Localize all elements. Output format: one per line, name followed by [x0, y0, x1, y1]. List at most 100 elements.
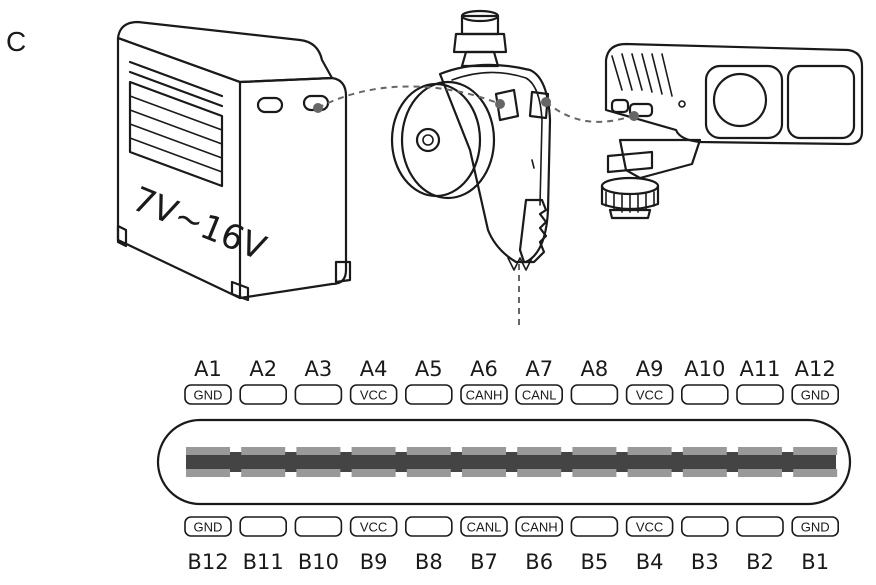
pin-label: B8 — [415, 550, 443, 574]
camera-port-2 — [628, 102, 654, 118]
connection-cables — [313, 85, 639, 326]
top-contact — [627, 447, 672, 455]
pin-signal-box — [680, 516, 729, 537]
cable-motor-to-camera — [545, 101, 635, 123]
pin-label: B1 — [801, 550, 829, 574]
motor-port-left — [494, 88, 520, 122]
pin-label: B9 — [360, 550, 388, 574]
pin-signal: VCC — [636, 388, 663, 403]
pin-label: B3 — [691, 550, 719, 574]
pin-label: A3 — [305, 357, 333, 381]
connector-shell — [156, 418, 852, 506]
pin-signal-box — [294, 384, 343, 405]
pin-signal-box — [404, 516, 453, 537]
top-contact — [296, 447, 341, 455]
pin-label: A9 — [636, 357, 664, 381]
connector-contacts — [186, 447, 838, 477]
battery-illustration: 7V~16V — [116, 20, 352, 302]
pin-signal-box — [239, 516, 287, 537]
battery-port-1 — [256, 96, 284, 114]
pin-label: A6 — [470, 357, 498, 381]
pin-signal: VCC — [360, 388, 387, 403]
pin-signal-box — [570, 384, 619, 405]
pin-label: B5 — [581, 550, 609, 574]
camera-port-1 — [610, 98, 630, 114]
pin-signal-box — [515, 384, 564, 405]
cable-endpoint — [541, 97, 551, 107]
battery-vents — [128, 60, 224, 188]
top-contact — [406, 447, 451, 455]
pin-signal-box — [791, 384, 840, 405]
pin-signal-box — [294, 516, 343, 537]
pin-signal-box — [184, 384, 232, 405]
pin-label: A8 — [581, 357, 609, 381]
pin-signal-box — [736, 384, 784, 405]
bottom-contact — [572, 469, 617, 477]
pin-signal: GND — [194, 388, 223, 403]
cable-endpoint — [313, 103, 323, 113]
top-contact — [572, 447, 617, 455]
bottom-contact — [738, 469, 782, 477]
pin-label: B7 — [470, 550, 498, 574]
bottom-contact — [682, 469, 727, 477]
top-contact — [462, 447, 506, 455]
pin-signal: GND — [801, 388, 830, 403]
pin-label: B4 — [636, 550, 664, 574]
pin-signal: CANH — [521, 520, 558, 535]
cable-endpoint — [629, 111, 639, 121]
bottom-contact — [241, 469, 286, 477]
pin-label: B2 — [746, 550, 774, 574]
pin-label: A2 — [249, 357, 277, 381]
bottom-contact — [462, 469, 506, 477]
bottom-contact — [793, 469, 838, 477]
top-contact — [186, 447, 230, 455]
usb-c-receptacle — [156, 418, 852, 506]
pin-signal: GND — [194, 520, 223, 535]
top-contact — [517, 447, 562, 455]
pin-signal-box — [460, 384, 508, 405]
top-contact — [793, 447, 838, 455]
pin-signal: CANL — [467, 520, 502, 535]
bottom-contact — [296, 469, 341, 477]
pin-label: A4 — [360, 357, 388, 381]
pin-signal-box — [625, 516, 674, 537]
top-contact — [738, 447, 782, 455]
pin-label: B11 — [243, 550, 284, 574]
camera-illustration — [600, 42, 864, 220]
top-contact — [682, 447, 727, 455]
bottom-contact — [186, 469, 230, 477]
bottom-contact — [351, 469, 396, 477]
pin-label: A11 — [739, 357, 780, 381]
section-label: C — [6, 26, 27, 57]
pin-signal-box — [791, 516, 840, 537]
bottom-contact — [517, 469, 562, 477]
motor-port-right — [528, 90, 550, 120]
pin-signal: GND — [801, 520, 830, 535]
pin-signal-box — [625, 384, 674, 405]
bottom-contact — [406, 469, 451, 477]
pin-signal-box — [515, 516, 564, 537]
pin-signal-box — [404, 384, 453, 405]
pin-signal-box — [570, 516, 619, 537]
pin-label: A1 — [194, 357, 222, 381]
pin-label: A5 — [415, 357, 443, 381]
cable-battery-to-motor — [317, 85, 501, 109]
pin-signal: CANL — [522, 388, 557, 403]
pin-signal-box — [736, 516, 784, 537]
pin-signal-box — [349, 384, 398, 405]
pin-signal: CANH — [466, 388, 503, 403]
connector-tongue — [186, 452, 836, 472]
pin-label: A12 — [795, 357, 836, 381]
pin-label: B10 — [298, 550, 339, 574]
pin-signal-box — [184, 516, 232, 537]
pin-signal-box — [680, 384, 729, 405]
gimbal-motor-illustration — [390, 9, 552, 271]
camera-heat-fins — [611, 53, 673, 97]
pin-signal-box — [239, 384, 287, 405]
pin-label: A7 — [525, 357, 553, 381]
pin-label: B6 — [525, 550, 553, 574]
pin-label: A10 — [684, 357, 725, 381]
bottom-contact — [627, 469, 672, 477]
